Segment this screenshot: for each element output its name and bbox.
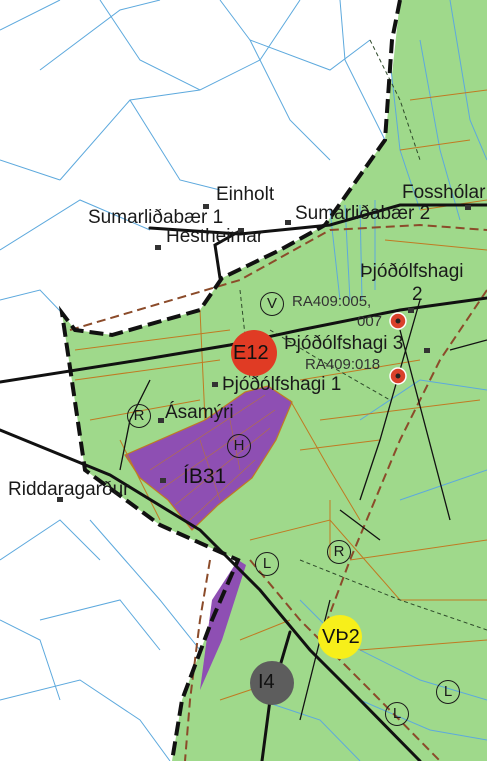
zone-e12-circle <box>231 330 277 376</box>
zone-purple-strip <box>200 560 246 690</box>
building-icon <box>158 418 164 423</box>
zone-label-i4[interactable]: I4 <box>258 671 275 693</box>
place-label-thjodolfshagi-2[interactable]: Þjóðólfshagi <box>360 261 464 282</box>
zone-vp2-circle <box>318 615 362 659</box>
place-label-hestheimar[interactable]: Hestheimar <box>166 226 264 247</box>
building-icon <box>155 245 161 250</box>
place-label-sumarlidabaer-1[interactable]: Sumarliðabær 1 <box>88 207 224 228</box>
site-code-ra409-018[interactable]: RA409:018 <box>305 356 381 373</box>
building-icon <box>408 308 414 313</box>
place-label-thjodolfshagi-3[interactable]: Þjóðólfshagi 3 <box>284 333 404 354</box>
building-icon <box>465 205 471 210</box>
building-icon <box>160 478 166 483</box>
symbol-r-marker[interactable]: R <box>127 404 151 428</box>
site-marker <box>389 367 407 385</box>
building-icon <box>57 497 63 502</box>
planning-boundary <box>58 0 402 761</box>
place-label-asmyri[interactable]: Ásamýri <box>165 402 234 423</box>
symbol-l-marker[interactable]: L <box>255 552 279 576</box>
place-label-thjodolfshagi-1[interactable]: Þjóðólfshagi 1 <box>222 374 342 395</box>
place-label-einholt[interactable]: Einholt <box>216 184 275 205</box>
site-marker <box>389 312 407 330</box>
building-icon <box>212 382 218 387</box>
zone-label-e12[interactable]: E12 <box>233 342 269 364</box>
place-label-sumarlidabaer-2[interactable]: Sumarliðabær 2 <box>295 203 431 224</box>
symbol-l-marker[interactable]: L <box>436 680 460 704</box>
symbol-l-marker[interactable]: L <box>385 702 409 726</box>
building-icon <box>285 220 291 225</box>
site-code-ra409-005[interactable]: RA409:005, <box>292 293 372 310</box>
zone-i4-circle <box>250 661 294 705</box>
land-use-area <box>62 0 487 761</box>
building-icon <box>424 348 430 353</box>
building-icon <box>203 204 209 209</box>
symbol-v-marker[interactable]: V <box>260 292 284 316</box>
plot-boundaries <box>74 89 487 701</box>
site-code-ra409-007[interactable]: 007 <box>357 313 383 330</box>
place-label-thjodolfshagi-2-number: 2 <box>412 284 423 305</box>
place-label-riddaragardur[interactable]: Riddaragarður <box>8 479 130 500</box>
symbol-r-marker[interactable]: R <box>327 540 351 564</box>
place-label-fossholar[interactable]: Fosshólar <box>402 182 486 203</box>
building-icon <box>238 228 244 233</box>
zone-label-vp2[interactable]: VÞ2 <box>322 626 360 648</box>
zone-label-ib31[interactable]: ÍB31 <box>183 465 227 488</box>
zone-ib31-area <box>124 385 293 531</box>
symbol-h-marker[interactable]: H <box>227 434 251 458</box>
